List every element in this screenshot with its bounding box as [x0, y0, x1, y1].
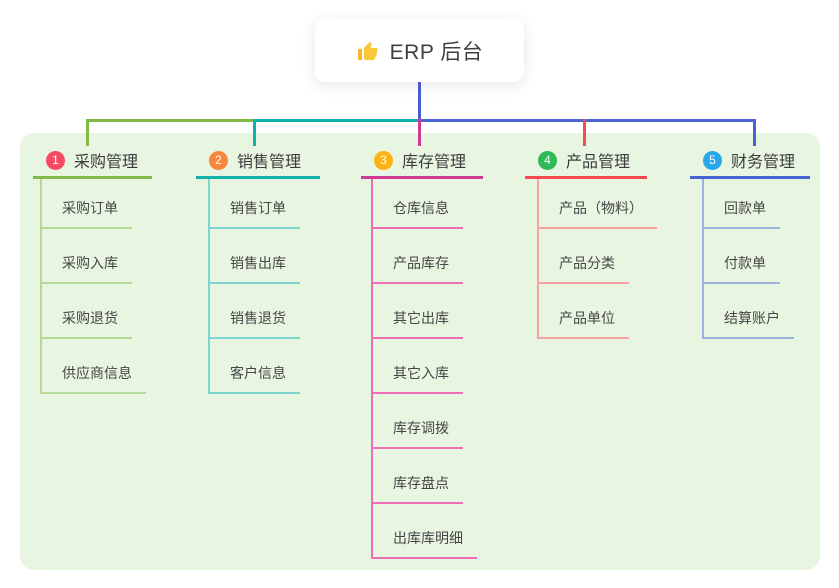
branch-purchase: 1 采购管理 采购订单采购入库采购退货供应商信息 [33, 149, 152, 394]
branch-finance: 5 财务管理 回款单付款单结算账户 [690, 149, 810, 339]
child-node[interactable]: 回款单 [704, 179, 780, 229]
child-node[interactable]: 供应商信息 [42, 339, 146, 394]
connector-drop-branch-5 [753, 119, 756, 146]
connector-root-vertical [418, 82, 421, 119]
child-node[interactable]: 其它入库 [373, 339, 463, 394]
connector-bus-branch-2 [253, 119, 421, 122]
branch-number-badge: 5 [703, 150, 722, 170]
child-node[interactable]: 产品库存 [373, 229, 463, 284]
child-node[interactable]: 销售退货 [210, 284, 300, 339]
child-node[interactable]: 采购入库 [42, 229, 132, 284]
child-node[interactable]: 销售出库 [210, 229, 300, 284]
child-node[interactable]: 销售订单 [210, 179, 300, 229]
connector-drop-branch-1 [86, 119, 89, 146]
child-node[interactable]: 产品（物料） [539, 179, 657, 229]
connector-drop-branch-3 [418, 119, 421, 146]
branch-children: 仓库信息产品库存其它出库其它入库库存调拨库存盘点出库库明细 [371, 179, 477, 559]
branch-number-badge: 4 [538, 150, 557, 170]
child-node[interactable]: 出库库明细 [373, 504, 477, 559]
branch-number-badge: 3 [374, 150, 393, 170]
branch-label: 财务管理 [731, 154, 796, 171]
branch-children: 回款单付款单结算账户 [702, 179, 794, 339]
branch-number-badge: 1 [46, 150, 65, 170]
branch-children: 销售订单销售出库销售退货客户信息 [208, 179, 300, 394]
branch-header[interactable]: 3 库存管理 [361, 149, 483, 179]
child-node[interactable]: 产品分类 [539, 229, 629, 284]
root-title: ERP 后台 [389, 40, 484, 64]
branch-header[interactable]: 4 产品管理 [525, 149, 647, 179]
branch-header[interactable]: 2 销售管理 [196, 149, 320, 179]
child-node[interactable]: 库存盘点 [373, 449, 463, 504]
branch-inventory: 3 库存管理 仓库信息产品库存其它出库其它入库库存调拨库存盘点出库库明细 [361, 149, 483, 559]
branches-panel [20, 133, 820, 570]
child-node[interactable]: 客户信息 [210, 339, 300, 394]
child-node[interactable]: 结算账户 [704, 284, 794, 339]
branch-product: 4 产品管理 产品（物料）产品分类产品单位 [525, 149, 657, 339]
branch-label: 采购管理 [74, 154, 139, 171]
branch-label: 销售管理 [237, 154, 302, 171]
connector-drop-branch-2 [253, 119, 256, 146]
branch-sales: 2 销售管理 销售订单销售出库销售退货客户信息 [196, 149, 320, 394]
child-node[interactable]: 产品单位 [539, 284, 629, 339]
branch-label: 库存管理 [402, 154, 467, 171]
child-node[interactable]: 采购订单 [42, 179, 132, 229]
connector-bus-branch-5 [418, 119, 756, 122]
child-node[interactable]: 采购退货 [42, 284, 132, 339]
branch-children: 产品（物料）产品分类产品单位 [537, 179, 657, 339]
branch-label: 产品管理 [566, 154, 631, 171]
connector-drop-branch-4 [583, 119, 586, 146]
branch-header[interactable]: 5 财务管理 [690, 149, 810, 179]
child-node[interactable]: 付款单 [704, 229, 780, 284]
child-node[interactable]: 仓库信息 [373, 179, 463, 229]
child-node[interactable]: 其它出库 [373, 284, 463, 339]
child-node[interactable]: 库存调拨 [373, 394, 463, 449]
root-node[interactable]: ERP 后台 [315, 19, 524, 82]
branch-header[interactable]: 1 采购管理 [33, 149, 152, 179]
branch-children: 采购订单采购入库采购退货供应商信息 [40, 179, 146, 394]
thumbs-up-icon [356, 39, 380, 63]
branch-number-badge: 2 [209, 150, 228, 170]
